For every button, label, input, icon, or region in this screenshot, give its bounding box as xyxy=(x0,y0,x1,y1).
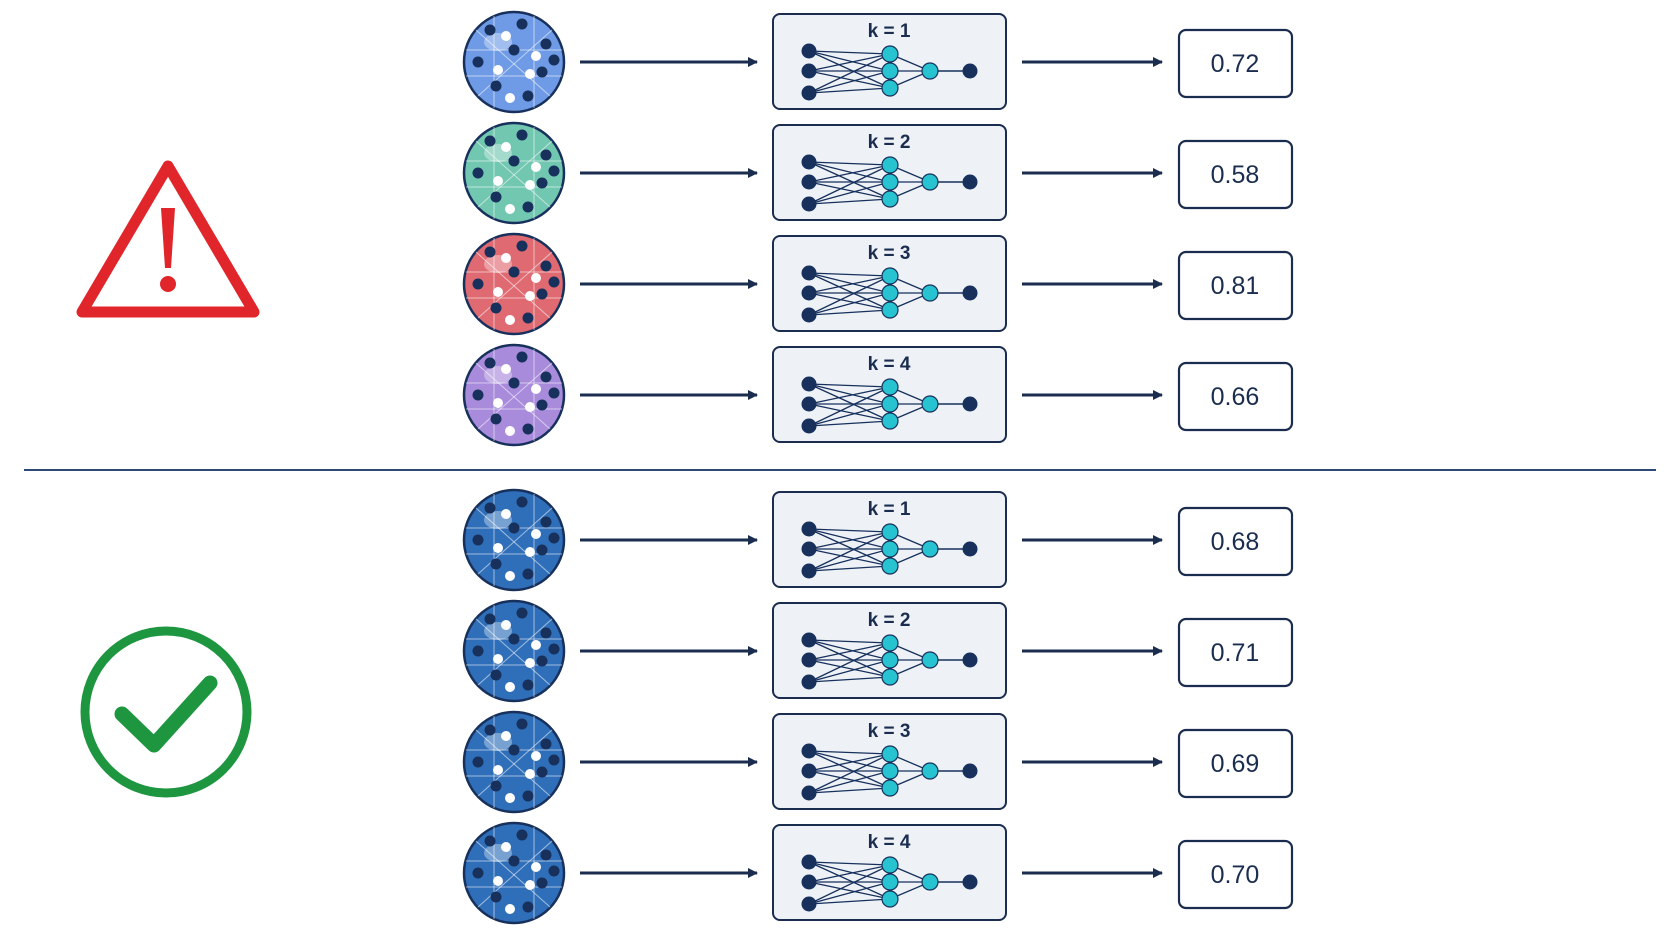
k-label: k = 2 xyxy=(868,610,911,631)
model-panel: k = 4 xyxy=(772,824,1007,921)
score-value: 0.70 xyxy=(1211,861,1260,889)
model-panel: k = 2 xyxy=(772,124,1007,221)
score-value: 0.72 xyxy=(1211,50,1260,78)
neural-network-icon xyxy=(801,521,978,579)
model-panel: k = 3 xyxy=(772,235,1007,332)
k-label: k = 2 xyxy=(868,132,911,153)
k-label: k = 4 xyxy=(868,354,911,375)
pipeline-row: k = 3 0.69 xyxy=(462,710,1294,814)
warning-triangle-icon xyxy=(76,160,260,318)
score-box: 0.81 xyxy=(1177,250,1294,321)
embedding-sphere xyxy=(462,488,566,592)
embedding-sphere xyxy=(462,10,566,114)
k-label: k = 1 xyxy=(868,21,911,42)
model-panel: k = 1 xyxy=(772,13,1007,110)
neural-network-icon xyxy=(801,632,978,690)
score-box: 0.58 xyxy=(1177,139,1294,210)
score-box: 0.70 xyxy=(1177,839,1294,910)
score-value: 0.81 xyxy=(1211,272,1260,300)
score-box: 0.66 xyxy=(1177,361,1294,432)
neural-network-icon xyxy=(801,154,978,212)
pipeline-row: k = 1 0.72 xyxy=(462,10,1294,114)
pipeline-row: k = 4 0.70 xyxy=(462,821,1294,925)
embedding-sphere xyxy=(462,121,566,225)
score-box: 0.71 xyxy=(1177,617,1294,688)
k-label: k = 4 xyxy=(868,832,911,853)
k-label: k = 1 xyxy=(868,499,911,520)
score-value: 0.58 xyxy=(1211,161,1260,189)
embedding-sphere xyxy=(462,710,566,814)
pipeline-row: k = 4 0.66 xyxy=(462,343,1294,447)
score-value: 0.71 xyxy=(1211,639,1260,667)
k-label: k = 3 xyxy=(868,721,911,742)
neural-network-icon xyxy=(801,376,978,434)
score-value: 0.69 xyxy=(1211,750,1260,778)
neural-network-icon xyxy=(801,743,978,801)
model-panel: k = 1 xyxy=(772,491,1007,588)
pipeline-row: k = 3 0.81 xyxy=(462,232,1294,336)
score-box: 0.69 xyxy=(1177,728,1294,799)
embedding-sphere xyxy=(462,343,566,447)
neural-network-icon xyxy=(801,43,978,101)
model-panel: k = 4 xyxy=(772,346,1007,443)
neural-network-icon xyxy=(801,854,978,912)
score-box: 0.68 xyxy=(1177,506,1294,577)
score-value: 0.68 xyxy=(1211,528,1260,556)
embedding-sphere xyxy=(462,232,566,336)
embedding-sphere xyxy=(462,821,566,925)
score-value: 0.66 xyxy=(1211,383,1260,411)
model-panel: k = 3 xyxy=(772,713,1007,810)
score-box: 0.72 xyxy=(1177,28,1294,99)
pipeline-row: k = 2 0.58 xyxy=(462,121,1294,225)
pipeline-row: k = 1 0.68 xyxy=(462,488,1294,592)
model-panel: k = 2 xyxy=(772,602,1007,699)
pipeline-row: k = 2 0.71 xyxy=(462,599,1294,703)
neural-network-icon xyxy=(801,265,978,323)
embedding-sphere xyxy=(462,599,566,703)
check-circle-icon xyxy=(80,626,252,798)
k-label: k = 3 xyxy=(868,243,911,264)
